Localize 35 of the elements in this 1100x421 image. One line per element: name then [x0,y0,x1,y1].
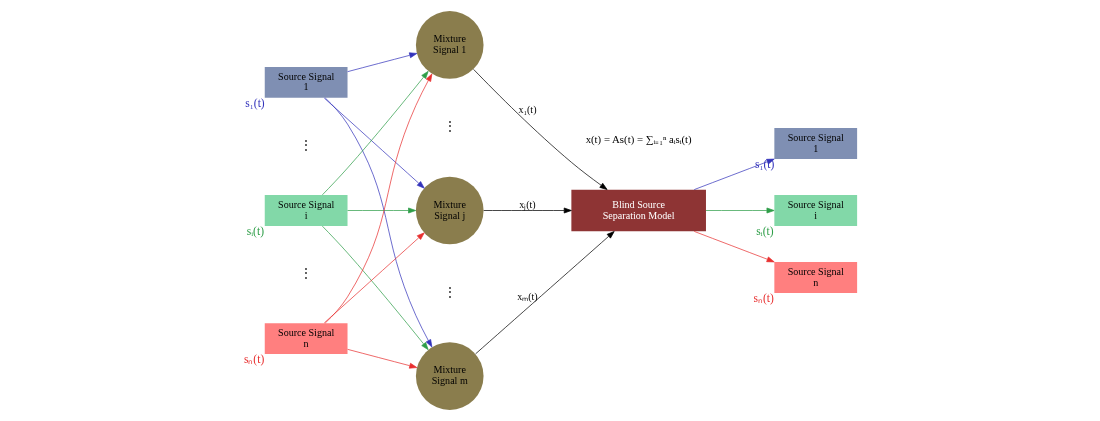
node-box: Source Signal 1 [264,66,348,98]
node-label: sᵢ(t) [246,225,264,238]
edge-label: xⱼ(t) [518,198,536,210]
arrow [346,348,417,369]
node-box: Source Signal n [264,323,348,355]
arrow [324,73,432,324]
node-box: Source Signal i [264,195,348,226]
node-box: Source Signal n [773,261,857,293]
arrow [323,97,425,189]
label: ⋮ [299,139,312,152]
label: x(t) = As(t) = ∑ᵢ₌₁ⁿ aᵢsᵢ(t) [585,133,692,146]
node-box: Source Signal i [773,195,857,226]
arrow [321,225,429,350]
arrow [346,207,416,214]
node-label: sᵢ(t) [755,225,774,238]
node-label: s₁(t) [244,97,265,110]
arrow [482,207,572,214]
arrow [472,69,607,190]
label: ⋮ [443,120,456,133]
node-label: sₙ(t) [752,292,774,305]
arrow [693,158,775,190]
edge-label: x₁(t) [517,104,536,116]
label: ⋮ [299,267,312,280]
arrow [705,207,774,214]
arrow [474,231,615,355]
node-label: sₙ(t) [243,353,264,366]
node-box: Blind Source Separation Model [570,189,706,232]
arrow [693,231,775,263]
arrow [346,52,417,72]
arrow [324,97,432,348]
label: ⋮ [443,286,456,299]
edge-label: xₘ(t) [516,290,538,302]
arrow [323,232,425,324]
node-box: Source Signal 1 [773,128,857,160]
arrow [321,71,429,196]
